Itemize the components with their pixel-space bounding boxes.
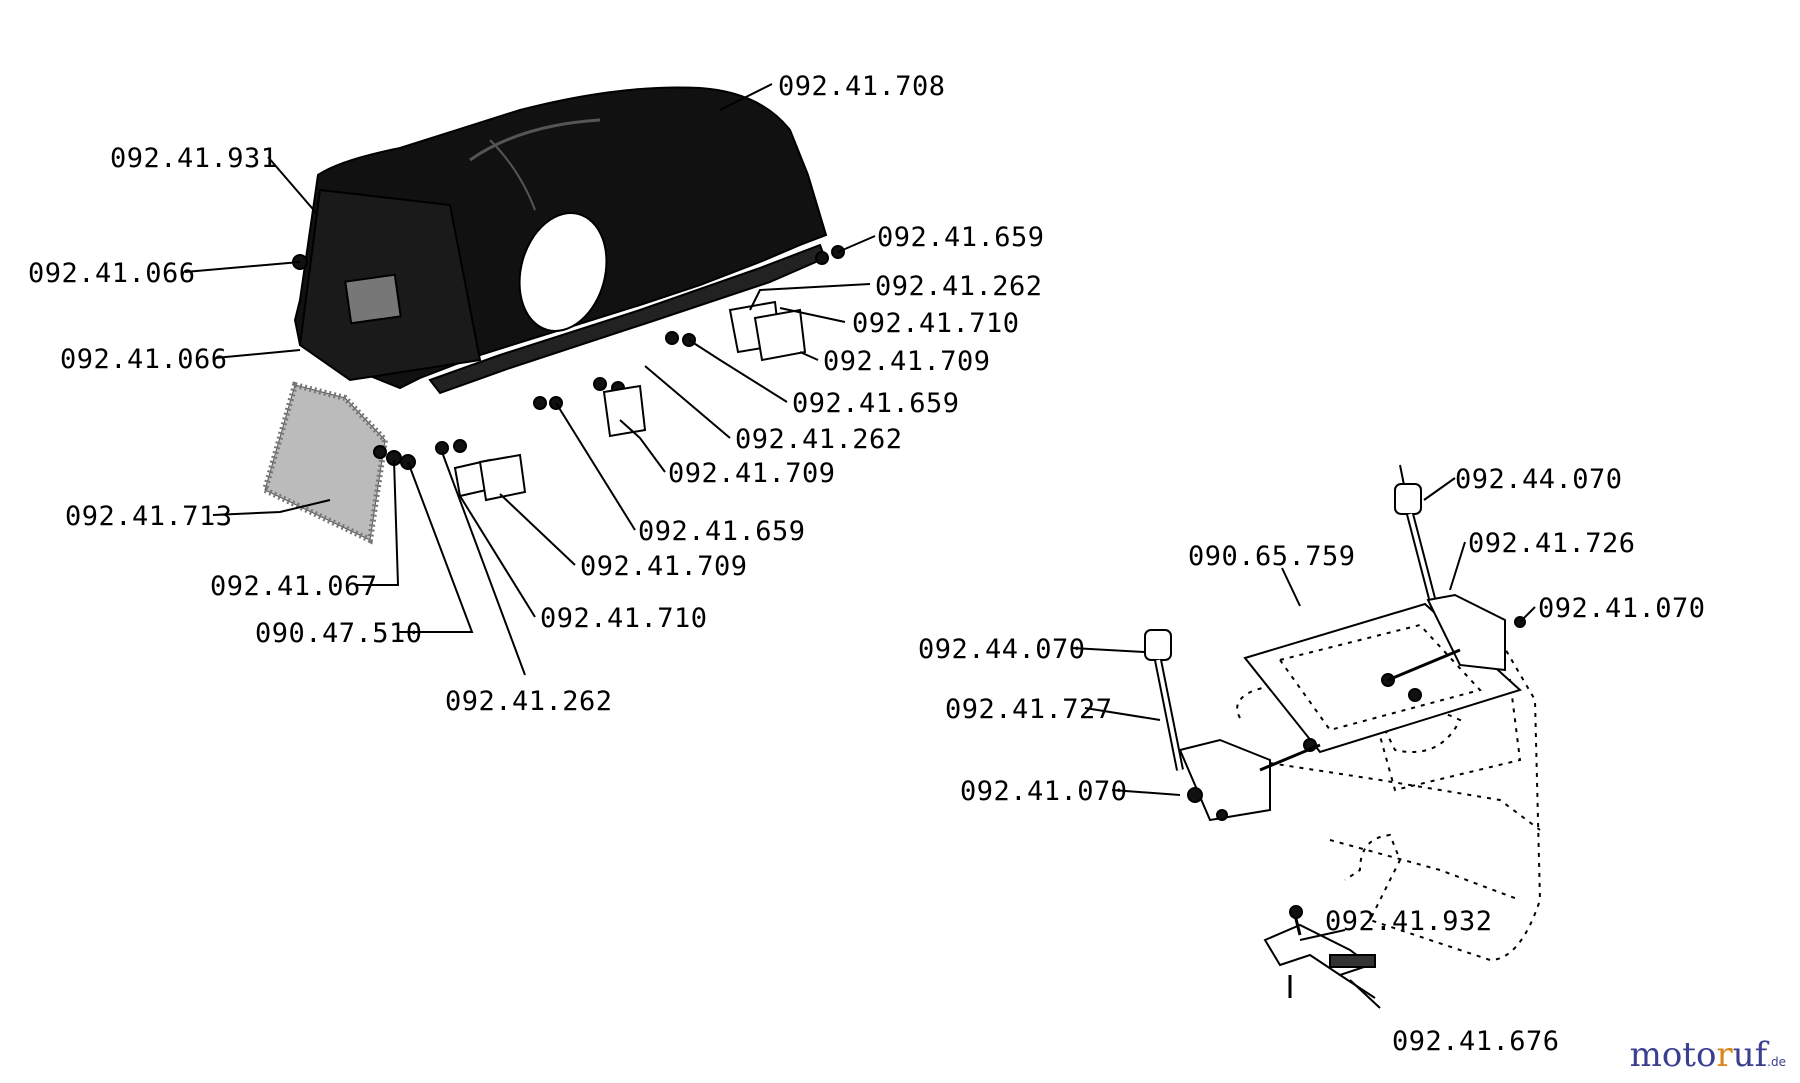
part-label: 092.41.932 xyxy=(1325,906,1493,937)
grille-panel xyxy=(261,381,389,545)
part-label: 092.44.070 xyxy=(918,634,1086,665)
part-label: 092.41.676 xyxy=(1392,1026,1560,1057)
part-label: 092.41.727 xyxy=(945,694,1113,725)
part-label: 092.41.659 xyxy=(792,388,960,419)
part-label: 092.41.709 xyxy=(668,458,836,489)
part-label: 092.41.262 xyxy=(875,271,1043,302)
part-label: 092.41.659 xyxy=(877,222,1045,253)
part-label: 092.41.710 xyxy=(540,603,708,634)
engine-hood xyxy=(293,86,828,395)
part-label: 092.41.262 xyxy=(445,686,613,717)
part-label: 092.41.070 xyxy=(960,776,1128,807)
hood-brackets xyxy=(453,300,807,502)
part-label: 092.41.659 xyxy=(638,516,806,547)
right-shock-absorber xyxy=(1381,464,1526,702)
part-label: 092.41.931 xyxy=(110,143,278,174)
chassis-frame xyxy=(1236,638,1542,962)
part-label: 090.65.759 xyxy=(1188,541,1356,572)
part-label: 092.44.070 xyxy=(1455,464,1623,495)
part-label: 092.41.709 xyxy=(580,551,748,582)
watermark-brand: motoruf xyxy=(1629,1035,1768,1075)
left-shock-absorber xyxy=(1144,629,1321,822)
part-label: 092.41.066 xyxy=(28,258,196,289)
part-label: 092.41.710 xyxy=(852,308,1020,339)
watermark-tld: .de xyxy=(1767,1055,1786,1069)
part-label: 092.41.709 xyxy=(823,346,991,377)
part-labels: 092.41.708 092.41.931 092.41.659 092.41.… xyxy=(28,71,1706,1057)
fasteners xyxy=(292,245,845,470)
part-label: 092.41.708 xyxy=(778,71,946,102)
part-label: 092.41.070 xyxy=(1538,593,1706,624)
part-label: 092.41.713 xyxy=(65,501,233,532)
part-label: 092.41.067 xyxy=(210,571,378,602)
part-label: 092.41.262 xyxy=(735,424,903,455)
part-label: 092.41.726 xyxy=(1468,528,1636,559)
part-label: 092.41.066 xyxy=(60,344,228,375)
part-label: 090.47.510 xyxy=(255,618,423,649)
leader-lines xyxy=(184,83,1536,1009)
watermark-logo: motoruf.de xyxy=(1630,1035,1786,1075)
bottom-bracket xyxy=(1263,905,1376,999)
